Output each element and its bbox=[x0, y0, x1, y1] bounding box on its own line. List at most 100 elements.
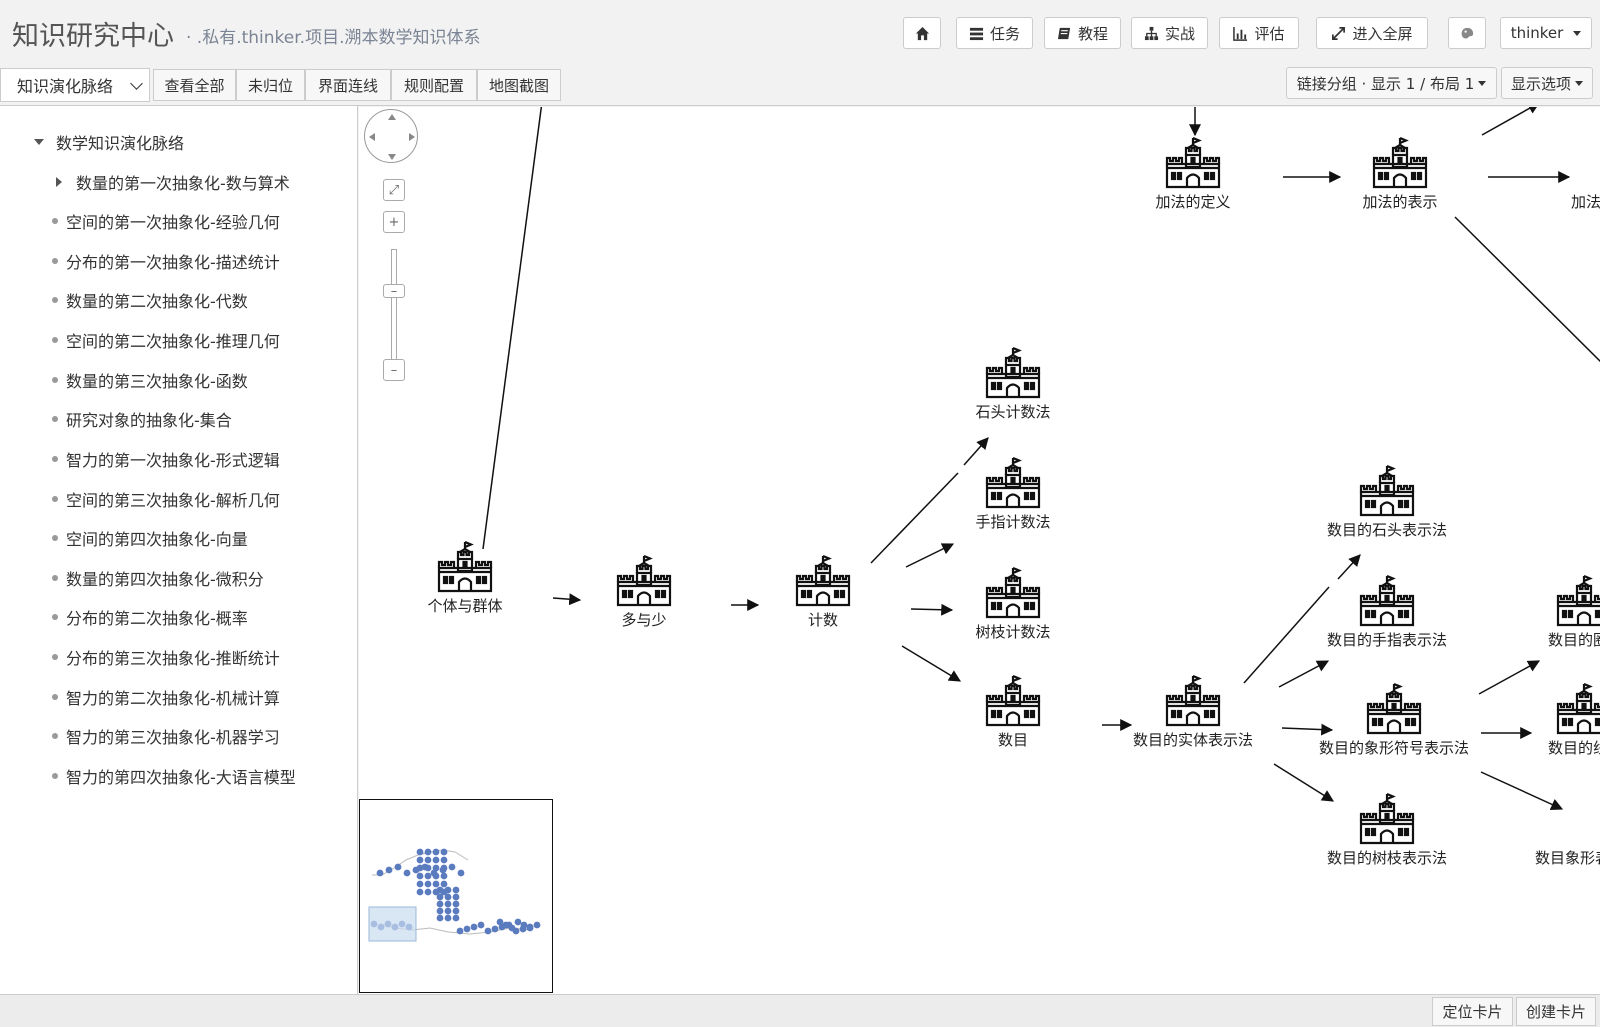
graph-node[interactable]: 数目的手指表示法 bbox=[1307, 575, 1467, 650]
caret-down-icon bbox=[1575, 80, 1584, 86]
graph-node[interactable]: 多与少 bbox=[564, 555, 724, 630]
tree-item[interactable]: 空间的第二次抽象化-推理几何 bbox=[52, 328, 280, 352]
tree-item[interactable]: 数量的第二次抽象化-代数 bbox=[52, 288, 248, 312]
minus-icon: – bbox=[390, 362, 398, 378]
view-all-button[interactable]: 查看全部 bbox=[153, 69, 236, 101]
zoom-slider-handle[interactable]: – bbox=[383, 283, 405, 299]
tree-item-label: 分布的第二次抽象化-概率 bbox=[66, 609, 248, 628]
tree-item[interactable]: 数量的第一次抽象化-数与算术 bbox=[56, 170, 290, 194]
graph-node[interactable]: 计数 bbox=[743, 555, 903, 630]
app-brand[interactable]: 知识研究中心 bbox=[12, 21, 174, 52]
graph-node-partial[interactable]: 数目的线 bbox=[1495, 683, 1600, 758]
minimap-drawing bbox=[368, 848, 541, 942]
zoom-out-button[interactable]: – bbox=[383, 359, 405, 381]
graph-node-partial[interactable]: 数目象形表 bbox=[1495, 793, 1600, 868]
tree-item[interactable]: 数量的第四次抽象化-微积分 bbox=[52, 566, 264, 590]
graph-node[interactable]: 数目的树枝表示法 bbox=[1307, 793, 1467, 868]
tree-item[interactable]: 分布的第三次抽象化-推断统计 bbox=[52, 645, 280, 669]
graph-node-label: 多与少 bbox=[621, 611, 667, 629]
tree-item-label: 分布的第一次抽象化-描述统计 bbox=[66, 253, 280, 272]
user-name: thinker bbox=[1510, 24, 1564, 42]
fullscreen-button[interactable]: 进入全屏 bbox=[1316, 17, 1428, 49]
graph-node[interactable]: 数目的实体表示法 bbox=[1113, 675, 1273, 750]
home-icon bbox=[915, 26, 929, 40]
castle-icon bbox=[1358, 465, 1416, 517]
graph-edge bbox=[1480, 771, 1564, 810]
minimap-dot bbox=[440, 864, 448, 872]
map-screenshot-button[interactable]: 地图截图 bbox=[477, 69, 561, 101]
bullet-icon bbox=[52, 218, 58, 224]
graph-node-partial[interactable]: 数目的圈 bbox=[1495, 575, 1600, 650]
theme-button[interactable] bbox=[1448, 17, 1486, 49]
tree-item[interactable]: 分布的第一次抽象化-描述统计 bbox=[52, 249, 280, 273]
tutorial-button[interactable]: 教程 bbox=[1044, 17, 1121, 49]
caret-right-icon[interactable] bbox=[56, 177, 62, 187]
view-mode-select[interactable]: 知识演化脉络 bbox=[0, 68, 150, 102]
graph-edge bbox=[1243, 586, 1330, 684]
graph-edge bbox=[1278, 660, 1330, 688]
create-card-button[interactable]: 创建卡片 bbox=[1516, 997, 1596, 1026]
graph-node[interactable]: 加法的定义 bbox=[1113, 137, 1273, 212]
graph-node[interactable]: 加法的表示 bbox=[1320, 137, 1480, 212]
graph-node[interactable]: 手指计数法 bbox=[933, 457, 1093, 532]
minimap-dot bbox=[452, 900, 460, 908]
minimap-dot bbox=[508, 924, 516, 932]
link-group-button[interactable]: 链接分组 · 显示 1 / 布局 1 bbox=[1286, 67, 1497, 99]
minimap-dot bbox=[416, 856, 424, 864]
task-button[interactable]: 任务 bbox=[956, 17, 1033, 49]
pan-control[interactable] bbox=[364, 109, 418, 163]
minimap-dot bbox=[496, 918, 504, 926]
graph-node[interactable]: 树枝计数法 bbox=[933, 567, 1093, 642]
graph-minimap[interactable] bbox=[359, 799, 553, 993]
zoom-in-button[interactable]: + bbox=[383, 211, 405, 233]
evaluate-button[interactable]: 评估 bbox=[1219, 17, 1299, 49]
knowledge-graph-canvas[interactable]: 个体与群体 多与少 计数 石头计数法 手指计数法 树枝计数法 数目 数目的实体表… bbox=[359, 107, 1600, 994]
rule-config-button[interactable]: 规则配置 bbox=[391, 69, 477, 101]
app-header: 知识研究中心 · .私有.thinker.项目.溯本数学知识体系 任务 教程 实… bbox=[0, 0, 1600, 66]
tree-item[interactable]: 空间的第四次抽象化-向量 bbox=[52, 526, 248, 550]
minimap-viewport[interactable] bbox=[368, 906, 417, 942]
graph-node-partial[interactable]: 加法 bbox=[1515, 137, 1600, 212]
home-button[interactable] bbox=[903, 17, 941, 49]
bullet-icon bbox=[52, 535, 58, 541]
practice-label: 实战 bbox=[1164, 24, 1195, 43]
graph-edge bbox=[901, 645, 962, 682]
graph-node-label: 计数 bbox=[807, 611, 838, 629]
tree-item[interactable]: 数量的第三次抽象化-函数 bbox=[52, 368, 248, 392]
graph-node[interactable]: 个体与群体 bbox=[385, 541, 545, 616]
tree-item[interactable]: 研究对象的抽象化-集合 bbox=[52, 407, 232, 431]
castle-icon bbox=[1358, 793, 1416, 845]
minimap-dot bbox=[491, 925, 499, 933]
practice-button[interactable]: 实战 bbox=[1131, 17, 1208, 49]
ui-links-button[interactable]: 界面连线 bbox=[305, 69, 391, 101]
tree-root-node[interactable]: 数学知识演化脉络 bbox=[34, 130, 184, 154]
minimap-dot bbox=[452, 914, 460, 922]
tree-item[interactable]: 空间的第一次抽象化-经验几何 bbox=[52, 209, 280, 233]
caret-down-icon[interactable] bbox=[34, 139, 44, 145]
display-options-button[interactable]: 显示选项 bbox=[1501, 67, 1593, 99]
tree-item[interactable]: 空间的第三次抽象化-解析几何 bbox=[52, 487, 280, 511]
graph-node[interactable]: 石头计数法 bbox=[933, 347, 1093, 422]
minimap-dot bbox=[424, 848, 432, 856]
graph-node[interactable]: 数目的象形符号表示法 bbox=[1314, 683, 1474, 758]
graph-edge bbox=[552, 593, 582, 606]
tree-item[interactable]: 分布的第二次抽象化-概率 bbox=[52, 605, 248, 629]
tree-item[interactable]: 智力的第四次抽象化-大语言模型 bbox=[52, 764, 296, 788]
fit-view-button[interactable]: ⤢ bbox=[383, 179, 405, 201]
user-menu-button[interactable]: thinker bbox=[1500, 17, 1592, 49]
tree-item[interactable]: 智力的第一次抽象化-形式逻辑 bbox=[52, 447, 280, 471]
minimap-dot bbox=[448, 863, 456, 871]
graph-node[interactable]: 数目 bbox=[933, 675, 1093, 750]
tree-item[interactable]: 智力的第二次抽象化-机械计算 bbox=[52, 685, 280, 709]
tree-item[interactable]: 智力的第三次抽象化-机器学习 bbox=[52, 724, 280, 748]
breadcrumb[interactable]: · .私有.thinker.项目.溯本数学知识体系 bbox=[186, 28, 481, 48]
tree-item-label: 空间的第一次抽象化-经验几何 bbox=[66, 213, 280, 232]
graph-node[interactable]: 数目的石头表示法 bbox=[1307, 465, 1467, 540]
unplaced-button[interactable]: 未归位 bbox=[236, 69, 305, 101]
locate-card-button[interactable]: 定位卡片 bbox=[1432, 997, 1513, 1026]
minimap-dot bbox=[533, 921, 541, 929]
graph-edge bbox=[1481, 107, 1541, 136]
graph-edge bbox=[910, 603, 954, 616]
minus-icon: – bbox=[390, 283, 398, 299]
graph-node-label: 数目 bbox=[997, 731, 1028, 749]
